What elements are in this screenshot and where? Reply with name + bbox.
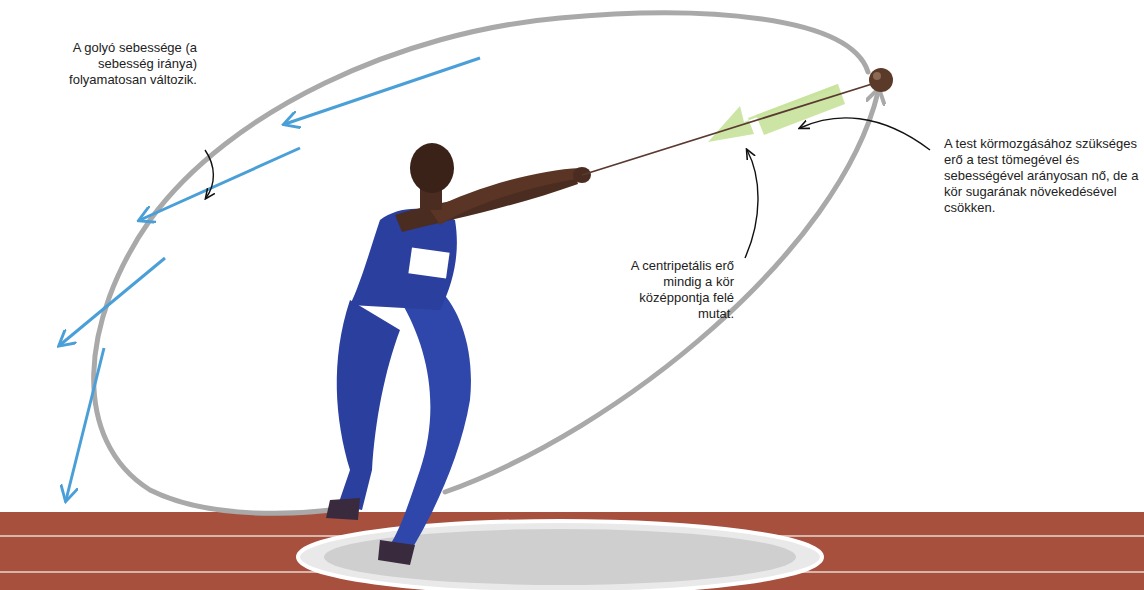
orbit-path <box>94 13 868 513</box>
callout-text: A centripetális erő mindig a kör középpo… <box>618 258 734 322</box>
velocity-arrow <box>140 148 300 220</box>
velocity-arrow <box>60 258 165 345</box>
velocity-arrow <box>66 348 104 500</box>
athlete-leg <box>337 300 400 510</box>
athlete-leg <box>390 290 471 552</box>
hammer-wire <box>582 84 872 175</box>
callout-text: A test körmozgásához szükséges erő a tes… <box>944 136 1140 216</box>
callout-text: A golyó sebessége (a sebesség iránya) fo… <box>45 40 197 88</box>
leader-line <box>745 150 758 258</box>
leader-line <box>800 118 930 150</box>
athlete-shoe <box>326 498 360 520</box>
athlete-arm <box>430 168 582 225</box>
leader-line <box>205 150 213 198</box>
throwing-circle <box>298 521 822 590</box>
velocity-arrow <box>285 58 480 124</box>
orbit-path <box>445 92 878 492</box>
race-bib <box>408 247 449 278</box>
athlete-shoe <box>378 540 415 565</box>
athlete-head <box>410 143 454 193</box>
ball-highlight <box>873 72 881 80</box>
hammer-ball <box>869 68 893 92</box>
